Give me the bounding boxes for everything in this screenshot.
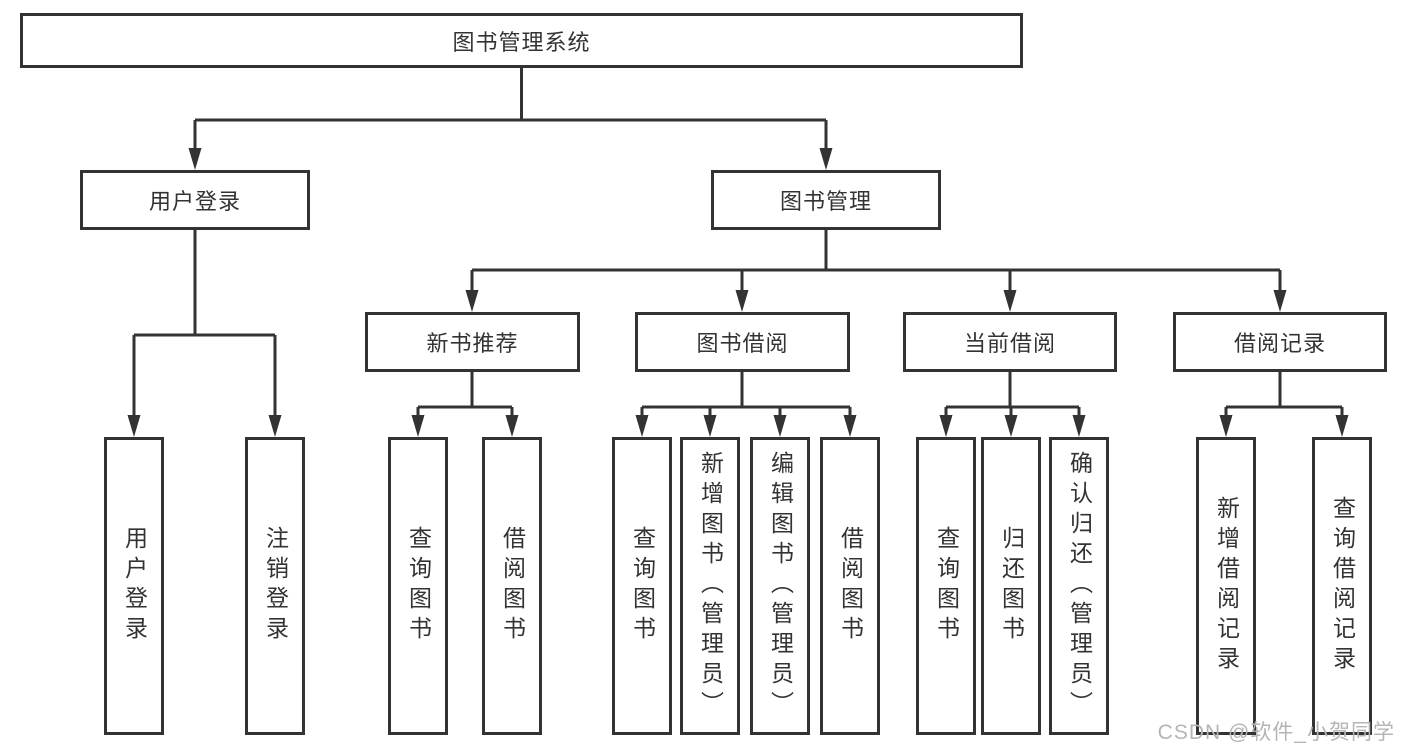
node-label: 新增图书（管理员） (697, 451, 724, 721)
node-label: 借阅图书 (837, 526, 864, 646)
leaf-confirm-return-admin: 确认归还（管理员） (1049, 437, 1109, 735)
leaf-return-book: 归还图书 (981, 437, 1041, 735)
node-book-borrow: 图书借阅 (635, 312, 850, 372)
leaf-query-borrow-record: 查询借阅记录 (1312, 437, 1372, 735)
leaf-logout: 注销登录 (245, 437, 305, 735)
leaf-query-books-3: 查询图书 (916, 437, 976, 735)
leaf-borrow-books-2: 借阅图书 (820, 437, 880, 735)
node-label: 查询图书 (933, 526, 960, 646)
node-new-book-recommend: 新书推荐 (365, 312, 580, 372)
leaf-query-books-1: 查询图书 (388, 437, 448, 735)
leaf-user-login: 用户登录 (104, 437, 164, 735)
node-label: 注销登录 (262, 526, 289, 646)
leaf-query-books-2: 查询图书 (612, 437, 672, 735)
node-label: 图书管理 (779, 189, 872, 214)
node-label: 借阅图书 (499, 526, 526, 646)
node-label: 查询图书 (629, 526, 656, 646)
leaf-borrow-books-1: 借阅图书 (482, 437, 542, 735)
node-system-root: 图书管理系统 (20, 13, 1023, 68)
node-label: 当前借阅 (963, 331, 1056, 356)
node-label: 归还图书 (998, 526, 1025, 646)
leaf-add-book-admin: 新增图书（管理员） (680, 437, 740, 735)
node-label: 借阅记录 (1233, 331, 1326, 356)
node-label: 用户登录 (148, 189, 241, 214)
leaf-edit-book-admin: 编辑图书（管理员） (750, 437, 810, 735)
node-label: 新增借阅记录 (1213, 496, 1240, 676)
node-label: 查询借阅记录 (1329, 496, 1356, 676)
node-label: 图书借阅 (696, 331, 789, 356)
leaf-add-borrow-record: 新增借阅记录 (1196, 437, 1256, 735)
node-label: 新书推荐 (426, 331, 519, 356)
node-label: 编辑图书（管理员） (767, 451, 794, 721)
node-label: 确认归还（管理员） (1066, 451, 1093, 721)
node-book-management-branch: 图书管理 (711, 170, 941, 230)
node-label: 用户登录 (121, 526, 148, 646)
node-label: 查询图书 (405, 526, 432, 646)
node-user-login-branch: 用户登录 (80, 170, 310, 230)
csdn-watermark: CSDN @软件_小贺同学 (1157, 721, 1395, 744)
node-label: 图书管理系统 (452, 29, 591, 55)
node-borrow-records: 借阅记录 (1173, 312, 1387, 372)
node-current-borrow: 当前借阅 (903, 312, 1117, 372)
